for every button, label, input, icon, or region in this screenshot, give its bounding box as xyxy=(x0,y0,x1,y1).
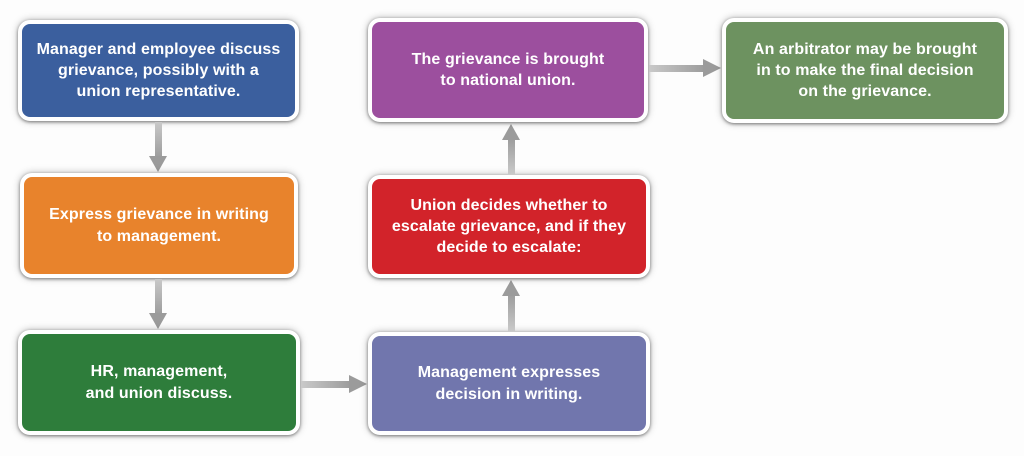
arrow-head-down-icon xyxy=(149,156,167,172)
arrow-down-step2-to-step3 xyxy=(147,279,169,329)
flow-box-label: The grievance is brought to national uni… xyxy=(411,50,605,89)
flow-box-union-decides-escalate: Union decides whether to escalate grieva… xyxy=(368,175,650,278)
flow-box-label: An arbitrator may be brought in to make … xyxy=(752,40,978,101)
arrow-head-up-icon xyxy=(502,124,520,140)
arrow-head-right-icon xyxy=(349,375,367,393)
flow-box-hr-management-union-discuss: HR, management, and union discuss. xyxy=(18,330,300,435)
flow-box-management-expresses-decision: Management expresses decision in writing… xyxy=(368,332,650,435)
arrow-head-down-icon xyxy=(149,313,167,329)
flow-box-label: Express grievance in writing to manageme… xyxy=(49,206,269,245)
arrow-head-right-icon xyxy=(703,59,721,77)
flow-box-manager-employee-discuss: Manager and employee discuss grievance, … xyxy=(18,20,299,121)
arrow-right-step3-to-step4 xyxy=(301,373,367,395)
flow-box-label: Management expresses decision in writing… xyxy=(417,364,601,403)
flow-box-express-grievance-writing: Express grievance in writing to manageme… xyxy=(20,173,298,278)
flow-box-arbitrator-final-decision: An arbitrator may be brought in to make … xyxy=(722,18,1008,123)
arrow-up-step4-to-step5 xyxy=(500,280,522,331)
arrow-right-step6-to-step7 xyxy=(649,57,721,79)
arrow-up-step5-to-step6 xyxy=(500,124,522,174)
arrow-shaft xyxy=(301,380,349,388)
arrow-down-step1-to-step2 xyxy=(147,122,169,172)
arrow-shaft xyxy=(507,140,515,174)
flow-box-label: HR, management, and union discuss. xyxy=(85,363,233,402)
arrow-shaft xyxy=(649,64,703,72)
arrow-shaft xyxy=(507,296,515,331)
arrow-shaft xyxy=(154,122,162,156)
flow-box-label: Manager and employee discuss grievance, … xyxy=(36,40,281,101)
arrow-head-up-icon xyxy=(502,280,520,296)
flow-box-grievance-national-union: The grievance is brought to national uni… xyxy=(368,18,648,122)
arrow-shaft xyxy=(154,279,162,313)
flow-box-label: Union decides whether to escalate grieva… xyxy=(391,196,627,257)
